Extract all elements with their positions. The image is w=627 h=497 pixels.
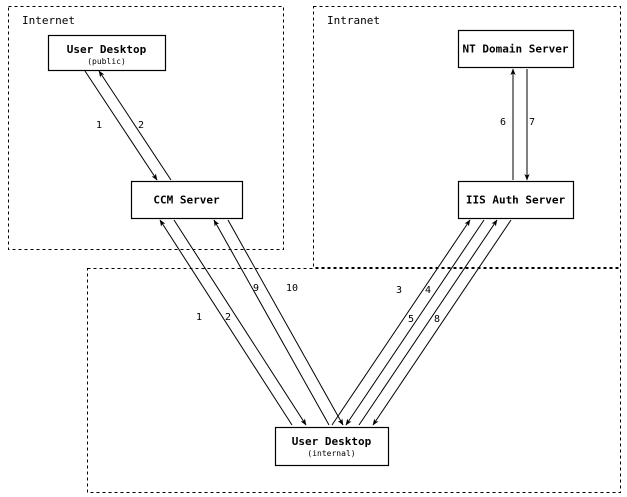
- zone-boundary-internet: [8, 6, 284, 250]
- flow-arrow-flow-1-internal: [159, 219, 293, 426]
- flow-arrow-flow-3: [331, 219, 471, 426]
- node-title-user-desktop-public: User Desktop: [67, 43, 147, 56]
- node-box-user-desktop-internal: [274, 426, 390, 467]
- flow-arrow-flow-8: [372, 219, 512, 426]
- flow-label-flow-10: 10: [286, 283, 298, 294]
- node-box-user-desktop-public: [47, 34, 167, 72]
- node-iis-auth-server[interactable]: IIS Auth Server: [457, 180, 575, 220]
- flows-layer: [84, 68, 530, 426]
- flow-label-flow-7: 7: [529, 117, 535, 128]
- flow-label-flow-1-public: 1: [96, 120, 102, 131]
- zone-label-internet: Internet: [22, 14, 75, 27]
- node-box-ccm-server: [130, 180, 244, 220]
- flow-arrow-flow-2-internal: [173, 219, 307, 426]
- node-box-iis-auth-server: [457, 180, 575, 220]
- zone-label-intranet: Intranet: [327, 14, 380, 27]
- flow-label-flow-2-public: 2: [138, 120, 144, 131]
- flow-label-flow-1-internal: 1: [196, 312, 202, 323]
- flow-labels-layer: 1 2 6 7 1 2 9 10 3 4 5 8: [96, 117, 535, 325]
- node-title-ccm-server: CCM Server: [153, 194, 220, 207]
- node-box-nt-domain-server: [457, 29, 575, 69]
- flow-arrow-flow-9: [213, 219, 330, 426]
- flow-label-flow-6: 6: [500, 117, 506, 128]
- flow-label-flow-4: 4: [425, 285, 431, 296]
- node-subtitle-user-desktop-internal: (internal): [307, 449, 355, 458]
- node-user-desktop-internal[interactable]: User Desktop(internal): [274, 426, 390, 467]
- flow-label-flow-5: 5: [408, 314, 414, 325]
- node-subtitle-user-desktop-public: (public): [87, 57, 126, 66]
- flow-arrow-flow-5: [358, 219, 498, 426]
- node-nt-domain-server[interactable]: NT Domain Server: [457, 29, 575, 69]
- flow-label-flow-3: 3: [396, 285, 402, 296]
- node-title-nt-domain-server: NT Domain Server: [463, 43, 569, 56]
- flow-arrow-flow-2-public: [98, 70, 172, 181]
- zone-boundary-bottom: [87, 268, 621, 493]
- zone-boundary-intranet: [313, 6, 621, 268]
- zones-layer: Internet Intranet: [8, 6, 621, 493]
- flow-arrow-flow-1-public: [84, 70, 158, 181]
- node-user-desktop-public[interactable]: User Desktop(public): [47, 34, 167, 72]
- flow-arrow-flow-10: [227, 219, 344, 426]
- node-title-user-desktop-internal: User Desktop: [292, 435, 372, 448]
- flow-label-flow-8: 8: [434, 314, 440, 325]
- flow-arrow-flow-4: [345, 219, 485, 426]
- flow-label-flow-9: 9: [253, 283, 259, 294]
- node-title-iis-auth-server: IIS Auth Server: [466, 194, 566, 207]
- flow-label-flow-2-internal: 2: [225, 312, 231, 323]
- node-ccm-server[interactable]: CCM Server: [130, 180, 244, 220]
